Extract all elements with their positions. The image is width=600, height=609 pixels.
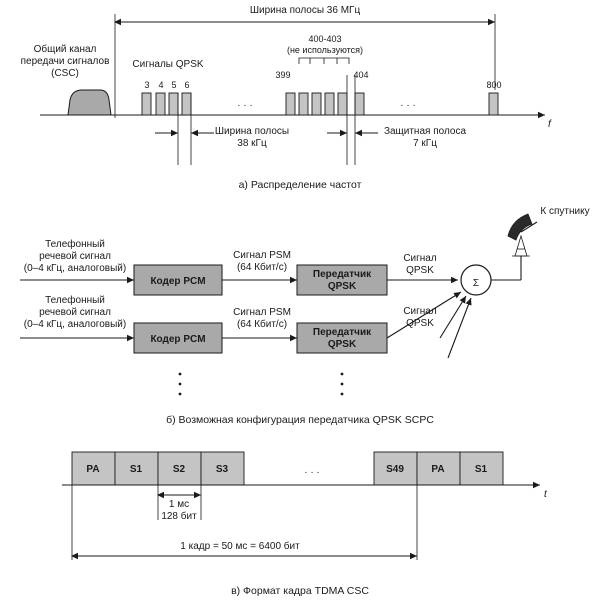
- qpsk-channel-bar: [168, 92, 179, 116]
- qpsk-channel-bar: [298, 92, 309, 116]
- time-axis-label: t: [544, 489, 548, 500]
- qpsk-transmitter-box-2: [296, 322, 388, 354]
- caption-a: а) Распределение частот: [239, 179, 362, 191]
- summer-symbol: Σ: [473, 278, 479, 289]
- pcm-coder-box-1: [133, 264, 223, 296]
- channel-num-800: 800: [486, 80, 501, 90]
- qpsk-channel-bar: [324, 92, 335, 116]
- frame-slot-label: S2: [173, 464, 186, 475]
- frame-slot: [114, 451, 159, 486]
- qpsk-channel-bar: [155, 92, 166, 116]
- frame-slot: [459, 451, 504, 486]
- channel-num-4: 4: [158, 80, 163, 90]
- frame-slot: [157, 451, 202, 486]
- caption-b: б) Возможная конфигурация передатчика QP…: [166, 414, 434, 426]
- qpsk-signal-1-line1: Сигнал: [403, 253, 437, 264]
- frame-length-label: 1 кадр = 50 мс = 6400 бит: [180, 540, 300, 552]
- channel-num-6: 6: [184, 80, 189, 90]
- frame-slot-label: PA: [86, 464, 99, 475]
- qpsk-channel-bar: [337, 92, 348, 116]
- qpsk-channel-bar: [141, 92, 152, 116]
- pcm-signal-2-line1: Сигнал PSM: [233, 307, 291, 318]
- qpsk-transmitter-box-1: [296, 264, 388, 296]
- qpsk-signal-2-line2: QPSK: [406, 318, 434, 329]
- tdma-frame-section: PA S1 S2 S3 · · · S49 PA S1 t 1 мс 128 б…: [62, 451, 548, 597]
- frame-slot-label: S1: [475, 464, 488, 475]
- unused-label: (не используются): [287, 45, 363, 55]
- qpsk-channel-bar: [488, 92, 499, 116]
- vertical-dots-transmitter: [340, 372, 344, 396]
- vertical-dots-coder: [178, 372, 182, 396]
- frame-dots: · · ·: [304, 467, 320, 478]
- transmitter-config-section: Телефонный речевой сигнал (0–4 кГц, анал…: [20, 206, 590, 426]
- input-label-2-line1: Телефонный: [45, 294, 105, 306]
- pcm-coder-label-1: Кодер PCM: [150, 276, 205, 287]
- transmitter-label-1-line2: QPSK: [328, 281, 357, 292]
- qpsk-channel-bar: [181, 92, 192, 116]
- channel-width-line1: Ширина полосы: [215, 126, 289, 137]
- transmitter-label-1-line1: Передатчик: [313, 269, 372, 280]
- channel-num-3: 3: [144, 80, 149, 90]
- input-label-1-line2: речевой сигнал: [39, 251, 111, 262]
- channel-dots-1: · · ·: [237, 100, 253, 111]
- csc-signal-shape: [67, 89, 112, 116]
- qpsk-channel-bar: [354, 92, 365, 116]
- to-satellite-label: К спутнику: [540, 206, 589, 217]
- frame-slot-label: S49: [386, 464, 404, 475]
- pcm-coder-box-2: [133, 322, 223, 354]
- bandwidth-label: Ширина полосы 36 МГц: [250, 5, 361, 16]
- frame-slot-label: PA: [431, 464, 444, 475]
- input-label-2-line3: (0–4 кГц, аналоговый): [24, 319, 126, 330]
- guard-band-line2: 7 кГц: [413, 138, 437, 149]
- transmitter-label-2-line2: QPSK: [328, 339, 357, 350]
- input-label-2-line2: речевой сигнал: [39, 307, 111, 318]
- frame-slot: [200, 451, 245, 486]
- frame-slot-label: S1: [130, 464, 143, 475]
- channel-num-399: 399: [275, 70, 290, 80]
- pcm-coder-label-2: Кодер PCM: [150, 334, 205, 345]
- csc-label-line1: Общий канал: [34, 43, 97, 55]
- channel-num-400-403: 400-403: [308, 34, 341, 44]
- qpsk-channel-bar: [285, 92, 296, 116]
- input-label-1-line1: Телефонный: [45, 238, 105, 250]
- csc-label-line3: (CSC): [51, 68, 79, 79]
- slot-duration-line2: 128 бит: [161, 510, 197, 522]
- satellite-dish-icon: [507, 213, 538, 257]
- incoming-arrow-3: [439, 295, 467, 339]
- pcm-signal-2-line2: (64 Кбит/с): [237, 318, 287, 330]
- frame-slot-label: S3: [216, 464, 229, 475]
- csc-label-line2: передачи сигналов: [21, 56, 110, 67]
- qpsk-channel-bar: [311, 92, 322, 116]
- incoming-arrow-4: [447, 297, 472, 359]
- transmitter-label-2-line1: Передатчик: [313, 327, 372, 338]
- pcm-signal-1-line1: Сигнал PSM: [233, 250, 291, 261]
- slot-duration-line1: 1 мс: [169, 499, 189, 510]
- qpsk-arrow-2: [386, 291, 462, 339]
- guard-band-line1: Защитная полоса: [384, 126, 467, 137]
- frequency-axis-label: f: [548, 119, 552, 130]
- channel-dots-2: · · ·: [400, 100, 416, 111]
- channel-width-line2: 38 кГц: [237, 138, 267, 149]
- input-label-1-line3: (0–4 кГц, аналоговый): [24, 263, 126, 274]
- pcm-signal-1-line2: (64 Кбит/с): [237, 261, 287, 273]
- qpsk-signal-2-line1: Сигнал: [403, 306, 437, 317]
- channel-num-404: 404: [353, 70, 368, 80]
- caption-c: в) Формат кадра TDMA CSC: [231, 585, 369, 597]
- qpsk-signals-label: Сигналы QPSK: [132, 59, 203, 70]
- qpsk-signal-1-line2: QPSK: [406, 265, 434, 276]
- channel-num-5: 5: [171, 80, 176, 90]
- frequency-allocation-section: Ширина полосы 36 МГц Общий канал передач…: [21, 5, 552, 191]
